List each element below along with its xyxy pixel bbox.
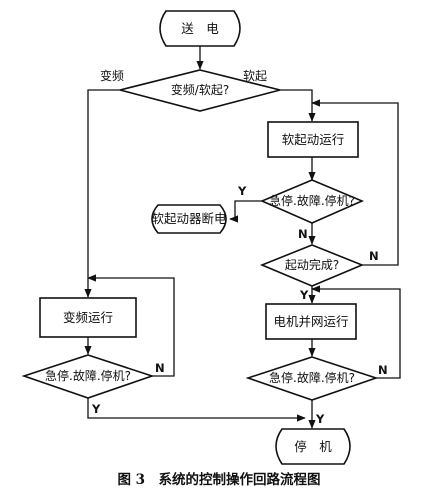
node-stop: 停 机 [275, 428, 351, 465]
node-decision-fault-vfd-label: 急停.故障.停机? [45, 368, 131, 383]
figure-caption: 图 3 系统的控制操作回路流程图 [117, 471, 320, 488]
edge-label-fault-grid-yes: Y [315, 412, 325, 426]
edge-labels: 变频 软起 Y N N Y N Y N Y [91, 68, 388, 426]
node-decision-fault-soft: 急停.故障.停机? [259, 179, 365, 224]
edge-fault-soft-yes [229, 200, 262, 223]
node-stop-label: 停 机 [294, 439, 332, 454]
edge-fault-grid-no [311, 285, 401, 379]
edge-label-fault-vfd-no: N [155, 361, 165, 375]
node-decision-fault-grid: 急停.故障.停机? [245, 356, 379, 401]
node-decision-mode: 变频/软起? [119, 69, 281, 112]
connectors [84, 46, 401, 429]
edge-label-mode-vfd: 变频 [100, 68, 124, 83]
node-soft-starter-off-label: 软起动器断电 [151, 211, 227, 226]
edge-label-start-done-no: N [369, 249, 379, 263]
node-power-on: 送 电 [159, 10, 241, 47]
node-decision-fault-vfd: 急停.故障.停机? [21, 354, 155, 399]
node-soft-start-run-label: 软起动运行 [282, 132, 345, 147]
edge-mode-to-soft [280, 89, 316, 122]
edge-start-done-no [311, 99, 399, 266]
node-decision-fault-grid-label: 急停.故障.停机? [269, 370, 355, 385]
edge-fault-vfd-no [87, 274, 175, 377]
edge-label-fault-soft-yes: Y [237, 184, 247, 198]
edge-label-mode-soft: 软起 [243, 69, 267, 83]
node-soft-starter-off: 软起动器断电 [151, 204, 227, 234]
edge-mode-to-vfd [84, 89, 120, 298]
node-decision-fault-soft-label: 急停.故障.停机? [269, 193, 355, 208]
node-vfd-run-label: 变频运行 [63, 310, 113, 325]
node-motor-grid-run-label: 电机并网运行 [273, 314, 348, 329]
node-vfd-run: 变频运行 [39, 297, 137, 338]
node-decision-start-done-label: 起动完成? [285, 257, 339, 272]
node-decision-mode-label: 变频/软起? [171, 82, 229, 97]
node-power-on-label: 送 电 [181, 21, 219, 36]
node-motor-grid-run: 电机并网运行 [265, 303, 357, 340]
edge-label-fault-vfd-yes: Y [91, 402, 101, 416]
edge-fault-vfd-yes [87, 398, 306, 422]
edge-label-fault-soft-no: N [298, 227, 308, 241]
node-soft-start-run: 软起动运行 [267, 121, 359, 158]
edge-label-fault-grid-no: N [378, 363, 388, 377]
node-decision-start-done: 起动完成? [259, 244, 365, 287]
edge-label-start-done-yes: Y [299, 288, 309, 302]
